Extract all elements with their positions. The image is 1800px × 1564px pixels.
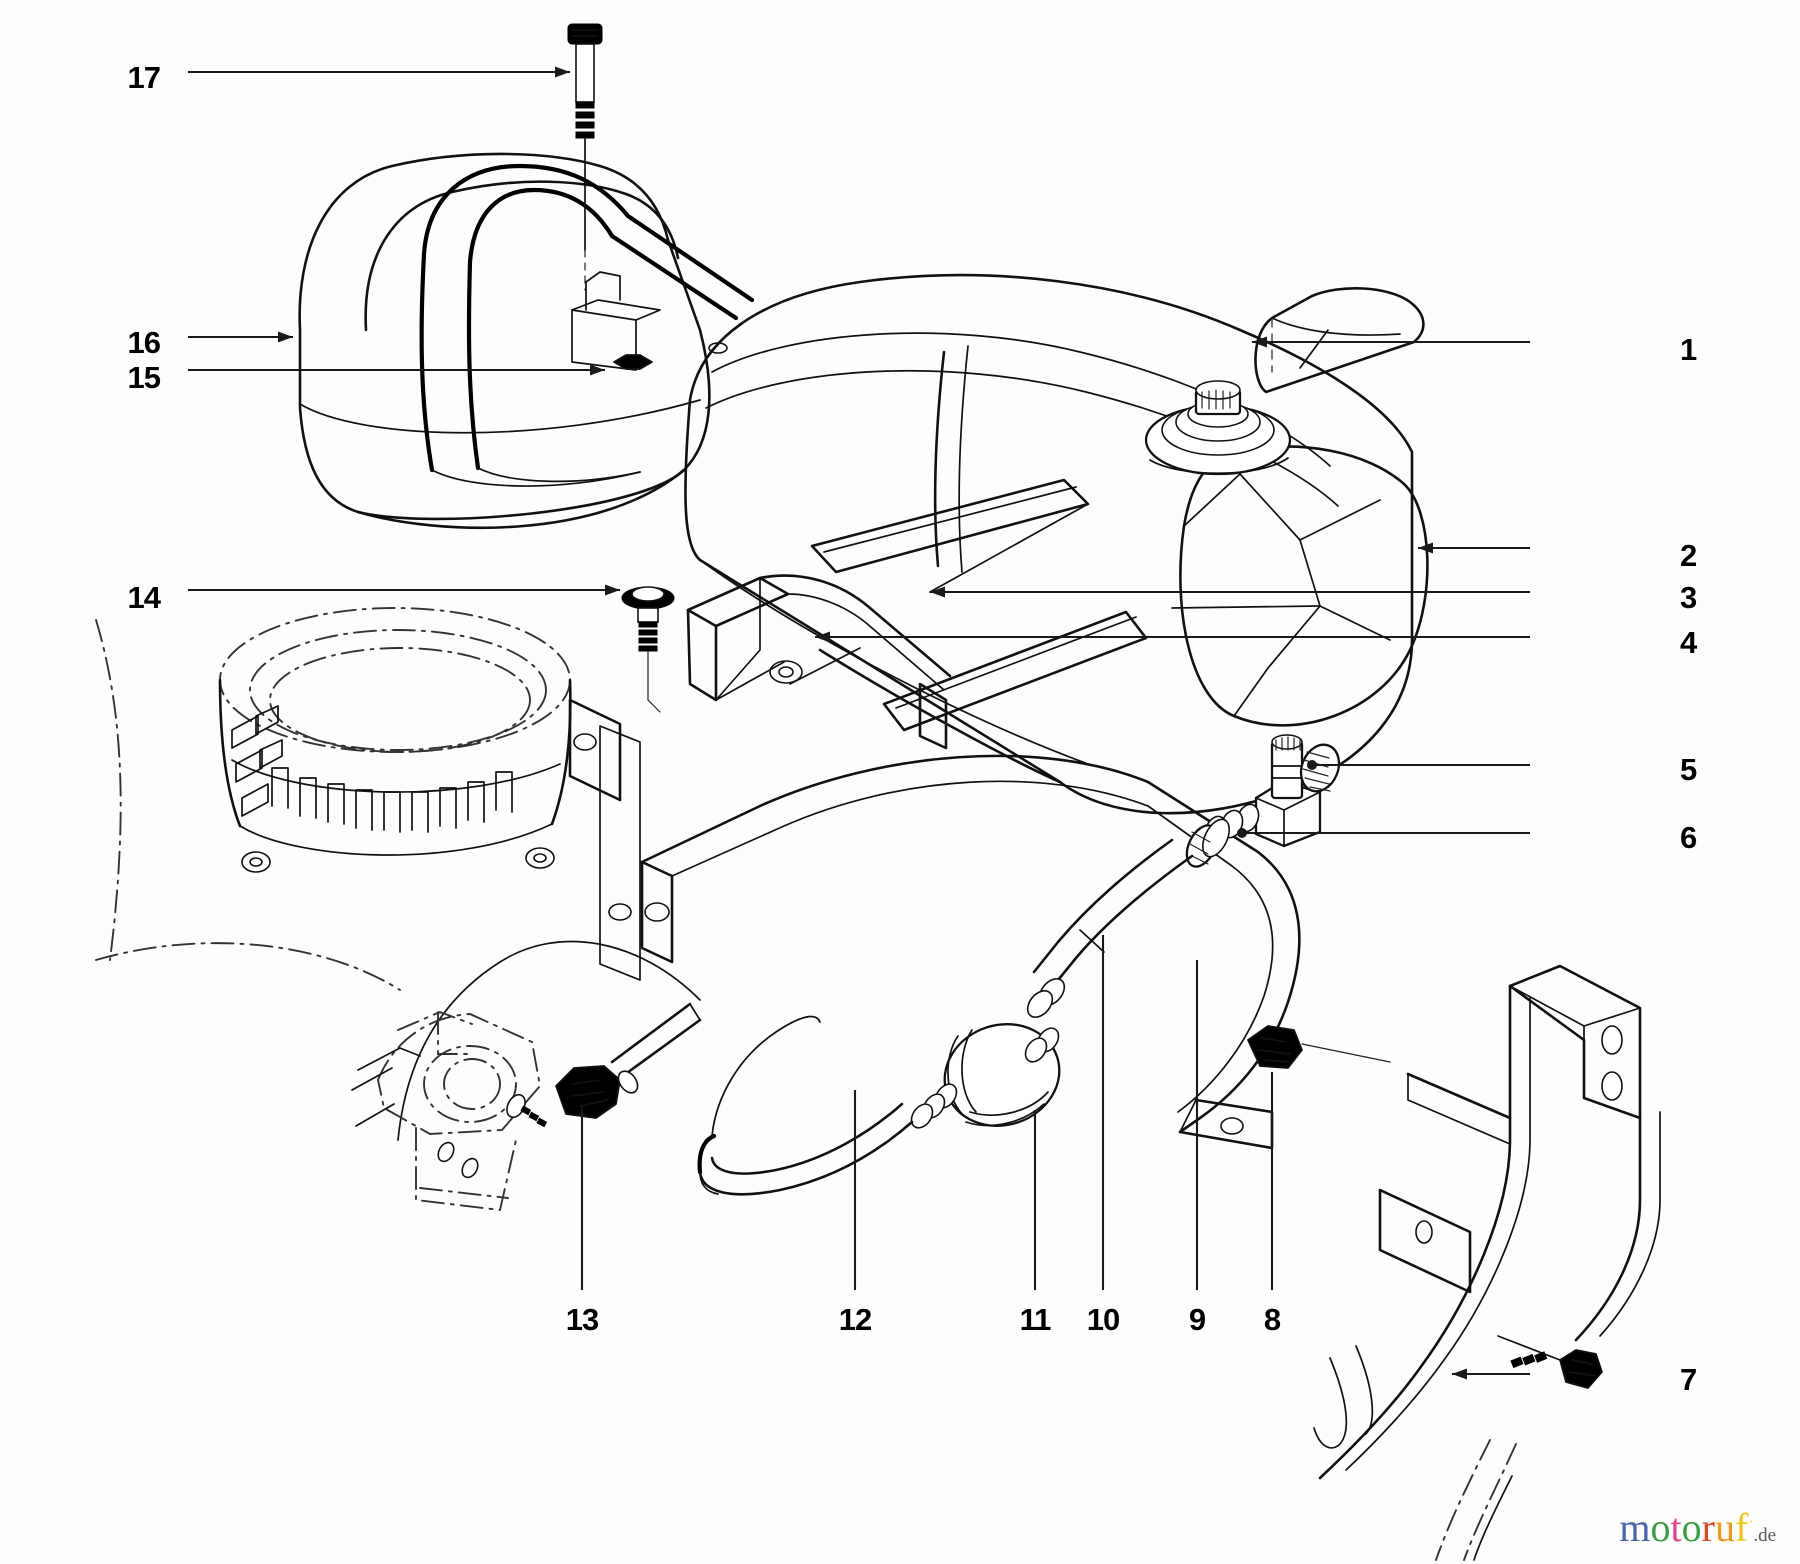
tank-strap-pad-upper [810,478,1090,593]
callout-8: 8 [1264,1072,1282,1337]
fuel-tank [684,273,1429,815]
watermark-letter-2: t [1670,1505,1682,1550]
callout-number-4: 4 [1680,625,1698,660]
frame-bolt [1497,1335,1603,1389]
callout-number-3: 3 [1680,580,1697,615]
callout-2: 2 [1418,538,1697,573]
callout-5: 5 [1307,752,1698,787]
hose-fitting [1185,818,1231,868]
leader-dot-5 [1307,760,1317,770]
watermark-letter-4: r [1701,1505,1715,1550]
leader-arrow-1 [1252,336,1267,348]
watermark-letter-1: o [1650,1505,1671,1550]
hex-nut [1247,1025,1391,1069]
filter-nipple-right [1024,1027,1060,1063]
callout-16: 16 [128,325,293,360]
strap-pad-tab [918,682,948,750]
fuel-cap [1144,380,1292,476]
watermark-suffix: .de [1753,1525,1776,1546]
seat-cushion [298,152,755,529]
tank-bracket [640,574,1301,1150]
callout-9: 9 [1189,960,1207,1337]
filter-nipple-left [910,1083,958,1129]
callout-number-1: 1 [1680,332,1697,367]
fuel-line-lower [697,1102,914,1196]
callout-6: 6 [1237,820,1698,855]
callout-number-11: 11 [1020,1302,1052,1337]
line-clamp-upper [1026,978,1066,1018]
callout-number-2: 2 [1680,538,1696,573]
callout-number-15: 15 [128,360,161,395]
callout-number-8: 8 [1264,1302,1281,1337]
carburetor [351,1010,548,1212]
seat-nut [613,354,653,370]
leader-arrow-7 [1452,1368,1467,1380]
callout-number-13: 13 [566,1302,599,1337]
leader-arrow-17 [555,66,570,78]
callout-13: 13 [566,1105,600,1337]
tank-cover-pad [1254,287,1425,394]
leader-dot-6 [1237,828,1247,838]
leader-arrow-15 [590,364,605,376]
callout-7: 7 [1452,1362,1697,1397]
callout-number-9: 9 [1189,1302,1206,1337]
callout-number-10: 10 [1087,1302,1119,1337]
callout-number-14: 14 [128,580,162,615]
callout-17: 17 [128,60,570,95]
watermark-letter-5: u [1714,1505,1735,1550]
carb-screw-lower [437,1141,479,1179]
callout-number-6: 6 [1680,820,1697,855]
motoruf-watermark: motoruf·.de [1619,1508,1776,1548]
leader-arrow-16 [278,331,293,343]
callout-number-12: 12 [839,1302,871,1337]
callout-3: 3 [930,580,1698,615]
flange-screw [621,586,675,713]
watermark-letter-6: f [1734,1505,1749,1550]
callout-4: 4 [815,625,1699,660]
fuel-line-upper [1026,838,1194,1018]
valve-knob [1299,743,1341,793]
carb-fuel-line [397,940,821,1141]
callout-11: 11 [1020,1110,1052,1337]
callout-1: 1 [1252,332,1698,367]
carb-screw [506,1093,548,1128]
callout-number-5: 5 [1680,752,1697,787]
leader-arrow-2 [1418,542,1433,554]
callout-number-7: 7 [1680,1362,1696,1397]
watermark-letter-3: o [1681,1505,1702,1550]
callout-number-17: 17 [128,60,160,95]
leader-arrow-3 [930,586,945,598]
leader-arrow-14 [605,584,620,596]
frame-bracket [1313,964,1661,1561]
hose-stub [610,1002,702,1094]
watermark-dot: · [1748,1514,1754,1531]
fuel-filter [910,1023,1061,1129]
callout-number-16: 16 [128,325,161,360]
watermark-letter-0: m [1619,1505,1651,1550]
air-cleaner-housing [95,607,641,991]
hose-clamp [555,1065,621,1119]
seat-bolt [567,23,603,251]
callout-14: 14 [128,580,620,615]
callout-12: 12 [839,1090,872,1337]
callout-15: 15 [128,360,605,395]
leader-arrow-4 [815,631,830,643]
callout-10: 10 [1087,935,1120,1337]
